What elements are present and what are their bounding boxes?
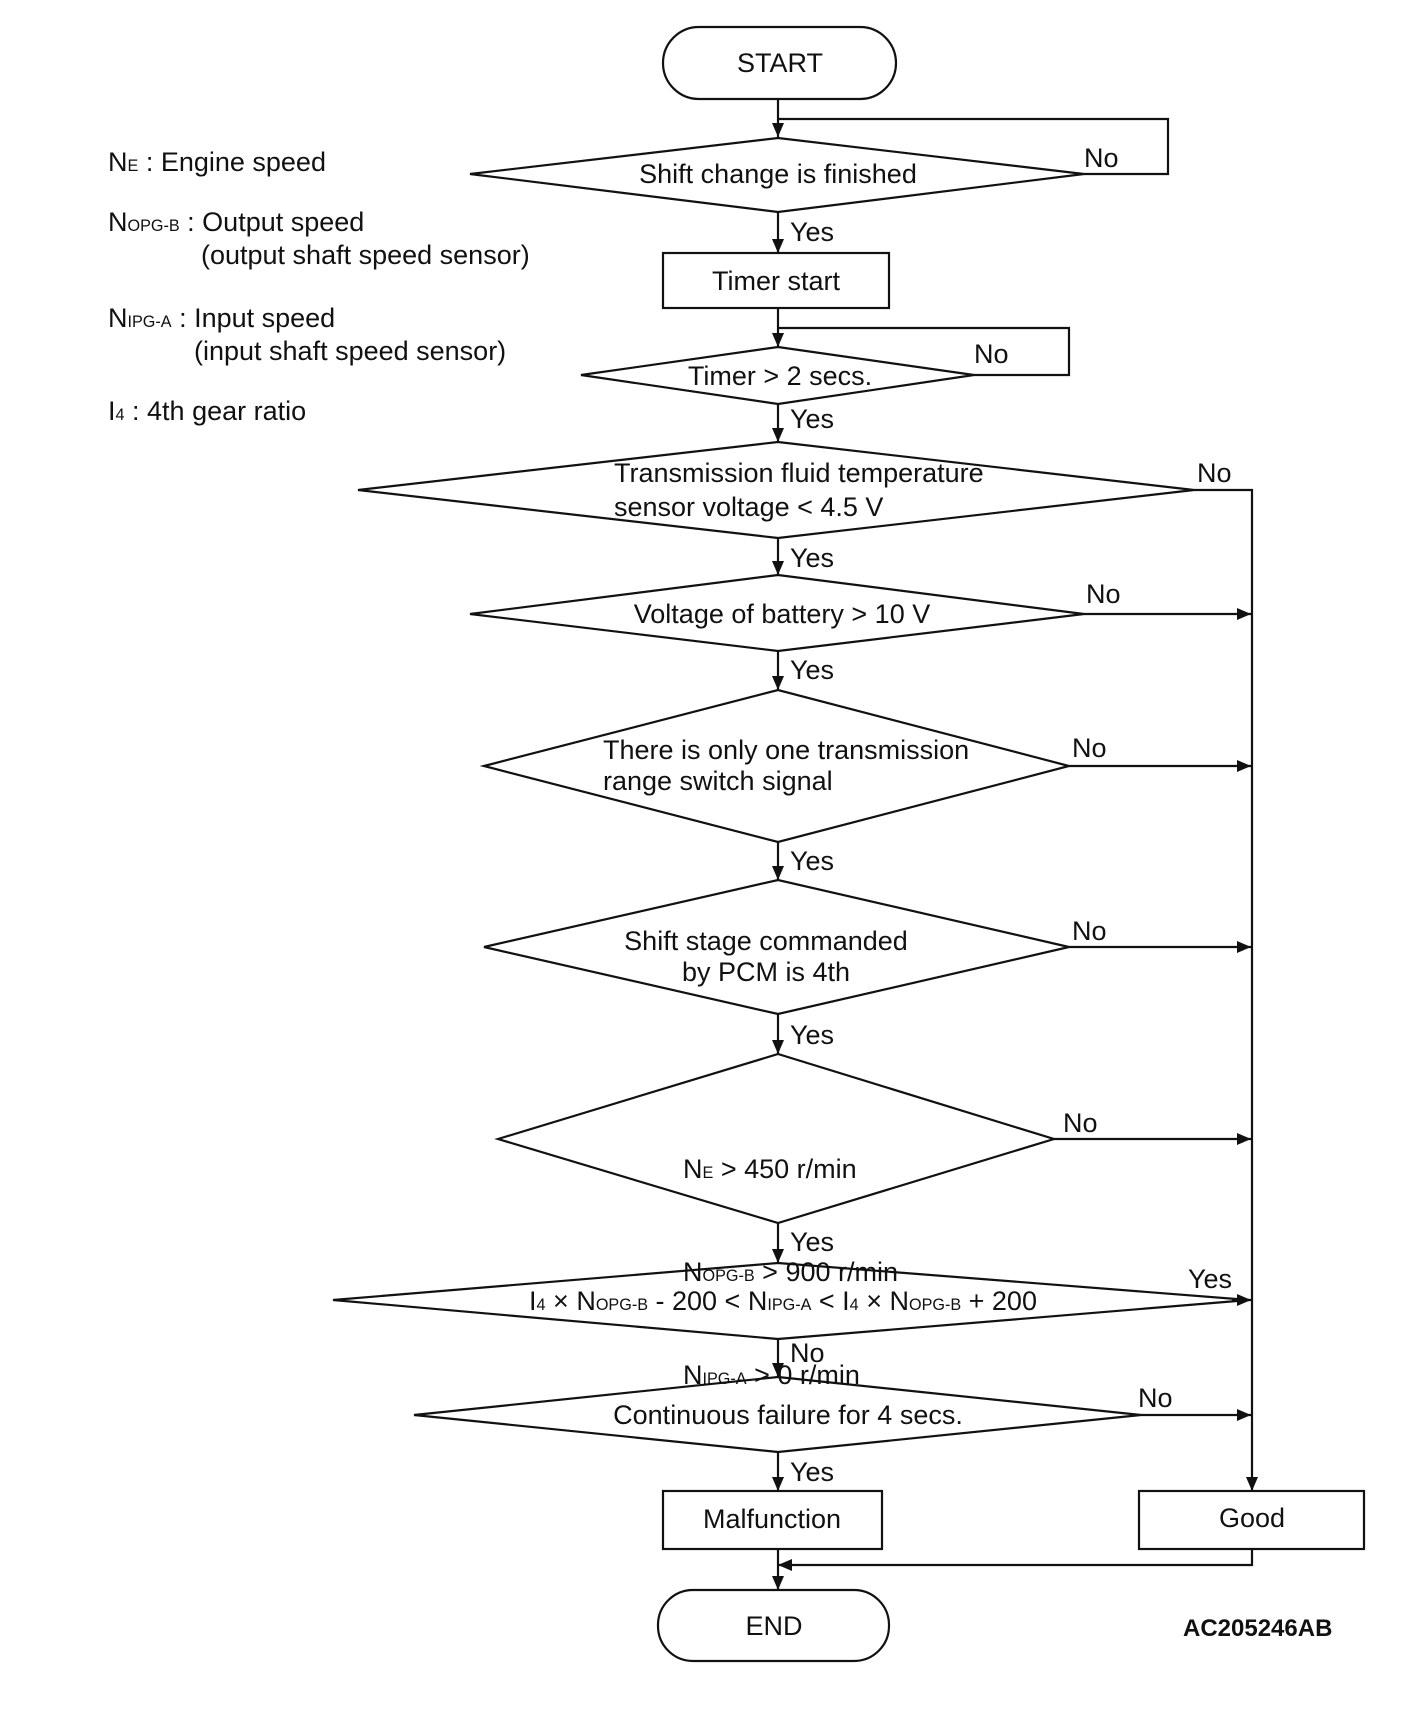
ratio-part: + 200 [961,1286,1037,1316]
speeds-line-input: NIPG-A > 0 r/min [683,1359,898,1396]
branch-speeds-no: No [1063,1108,1098,1138]
ratio-subscript: OPG-B [595,1296,649,1314]
legend-output-speed-note: (output shaft speed sensor) [201,240,530,270]
process-malfunction [661,1489,884,1551]
legend-description: : Engine speed [138,147,326,177]
legend-description: : Input speed [171,303,336,333]
shift-stage-line-1: Shift stage commanded [624,926,908,956]
branch-range-switch-no: No [1072,733,1107,763]
fluid-temp-line-2: sensor voltage < 4.5 V [614,492,884,522]
legend-subscript: IPG-A [127,313,172,331]
ratio-subscript: 4 [536,1296,546,1314]
legend-subscript: 4 [115,406,125,424]
legend-gear-ratio: I4 : 4th gear ratio [108,395,306,431]
speeds-label: NE > 450 r/min NOPG-B > 900 r/min NIPG-A… [683,1087,898,1462]
speeds-symbol: N [683,1257,703,1287]
end-label: END [745,1611,803,1641]
ratio-part: I [529,1286,537,1316]
branch-shift-stage-yes: Yes [790,1020,835,1050]
ratio-subscript: 4 [849,1296,859,1314]
speeds-line-engine: NE > 450 r/min [683,1153,898,1190]
branch-battery-yes: Yes [790,655,835,685]
legend-description: : Output speed [179,207,365,237]
legend-input-speed-note: (input shaft speed sensor) [194,336,507,366]
legend-engine-speed: NE : Engine speed [108,146,326,182]
battery-label: Voltage of battery > 10 V [633,599,931,629]
start-label: START [736,48,824,78]
ratio-subscript: OPG-B [908,1296,962,1314]
timer-start-label: Timer start [712,266,840,296]
legend-symbol: I [108,396,116,426]
branch-speeds-yes: Yes [790,1227,835,1257]
legend-subscript: OPG-B [127,217,180,235]
ratio-part: × N [545,1286,596,1316]
trunk-to-good [1194,488,1258,1491]
fluid-temp-label: Transmission fluid temperature sensor vol… [614,456,984,524]
ratio-part: < I [811,1286,850,1316]
process-timer-start [661,251,891,310]
branch-shift-change-no: No [1084,143,1119,173]
speeds-subscript: E [702,1164,714,1182]
legend-description: : 4th gear ratio [124,396,307,426]
shift-change-label: Shift change is finished [639,159,917,189]
legend-symbol: N [108,147,128,177]
speeds-symbol: N [683,1154,703,1184]
shift-stage-line-2: by PCM is 4th [681,957,851,987]
speeds-condition: > 900 r/min [754,1257,898,1287]
ratio-part: × N [858,1286,909,1316]
branch-ratio-check-no: No [790,1338,825,1368]
branch-shift-stage-no: No [1072,916,1107,946]
range-switch-line-1: There is only one transmission [603,735,970,765]
connector-good-to-end [778,1549,1254,1571]
loop-timer-check-no [778,326,1071,377]
legend-symbol: N [108,207,128,237]
branch-continuous-no: No [1138,1383,1173,1413]
legend-subscript: E [127,157,139,175]
branch-timer-check-no: No [974,339,1009,369]
speeds-symbol: N [683,1360,703,1390]
ratio-check-label: I4 × NOPG-B - 200 < NIPG-A < I4 × NOPG-B… [529,1285,1037,1321]
end-terminal [656,1588,891,1663]
range-switch-line-2: range switch signal [603,766,833,796]
branch-timer-check-yes: Yes [790,404,835,434]
legend-symbol: N [108,303,128,333]
legend-input-speed: NIPG-A : Input speed [108,302,335,338]
speeds-condition: > 450 r/min [713,1154,857,1184]
figure-code: AC205246AB [1183,1615,1333,1642]
process-good [1137,1489,1366,1551]
ratio-part: - 200 < N [648,1286,768,1316]
branch-fluid-temp-yes: Yes [790,543,835,573]
continuous-label: Continuous failure for 4 secs. [613,1400,963,1430]
speeds-condition: > 0 r/min [746,1360,860,1390]
start-terminal [661,25,898,101]
timer-check-label: Timer > 2 secs. [687,361,873,391]
malfunction-label: Malfunction [702,1504,842,1534]
speeds-subscript: IPG-A [702,1370,747,1388]
branch-battery-no: No [1086,579,1121,609]
loop-shift-change-no [778,117,1170,176]
decision-timer-check [580,345,975,406]
speeds-line-output: NOPG-B > 900 r/min [683,1256,898,1293]
branch-shift-change-yes: Yes [790,217,835,247]
branch-continuous-yes: Yes [790,1457,835,1487]
fluid-temp-line-1: Transmission fluid temperature [614,458,984,488]
branch-fluid-temp-no: No [1197,458,1232,488]
good-label: Good [1218,1503,1286,1533]
legend-output-speed: NOPG-B : Output speed [108,206,364,242]
branch-ratio-check-yes: Yes [1188,1264,1233,1294]
decision-shift-change [469,136,1085,214]
ratio-subscript: IPG-A [767,1296,812,1314]
speeds-subscript: OPG-B [702,1267,755,1285]
branch-range-switch-yes: Yes [790,846,835,876]
